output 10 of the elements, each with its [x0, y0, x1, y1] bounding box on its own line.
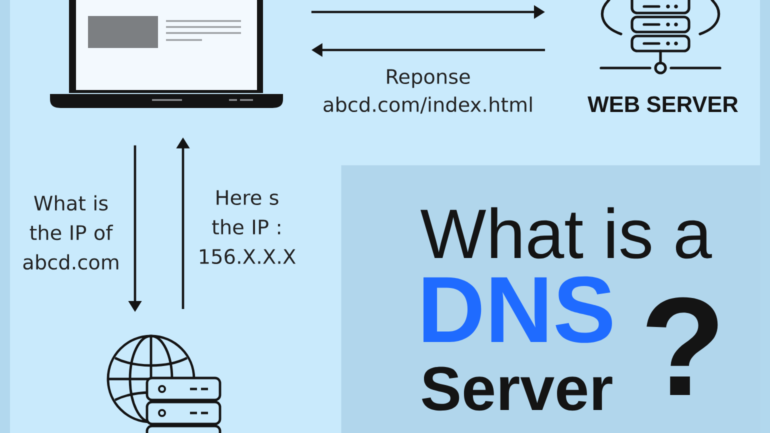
edge-label: Here s the IP : 156.X.X.X [200, 190, 296, 264]
edge-label: What is the IP of abcd.com [23, 195, 118, 270]
globe-server-icon [106, 334, 222, 433]
heading-text: DNS [424, 276, 612, 343]
edge-label: Reponse abcd.com/index.html [324, 69, 532, 114]
laptop-illustration [50, 0, 283, 108]
question-mark: ? [646, 297, 718, 395]
server-caption: WEB SERVER [588, 96, 738, 112]
heading-text: What is a [420, 207, 712, 259]
heading-text: Server [422, 366, 612, 411]
